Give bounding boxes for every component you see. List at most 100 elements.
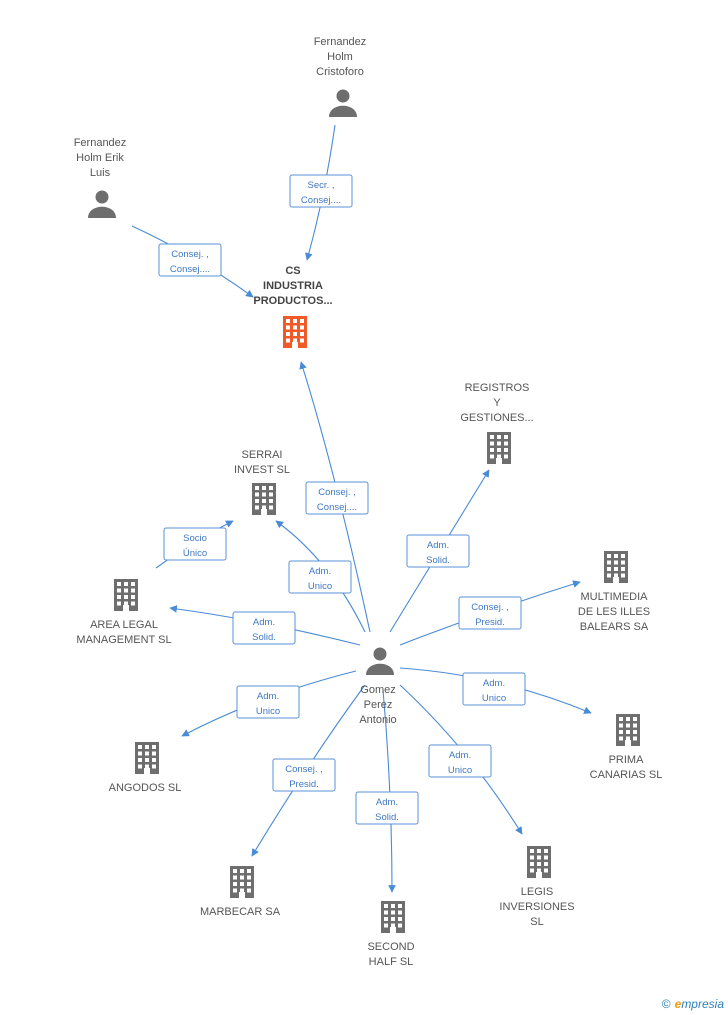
building-icon: [616, 714, 640, 746]
role-text: Adm.: [257, 691, 279, 702]
role-badge-frame: [158, 243, 222, 277]
node-label: Cristoforo: [316, 66, 364, 78]
building-icon: [487, 432, 511, 464]
role-text: Consej....: [317, 502, 357, 513]
node-label: Y: [493, 397, 501, 409]
empresia-brand[interactable]: ©empresia: [662, 997, 724, 1011]
role-badge-erik-cs[interactable]: Consej. , Consej....: [158, 243, 222, 277]
role-text: Secr. ,: [308, 180, 335, 191]
node-angodos[interactable]: ANGODOS SL: [109, 742, 182, 794]
role-badge-frame: [272, 758, 336, 792]
role-badge-frame: [462, 672, 526, 706]
brand-logo-text: mpresia: [681, 997, 724, 1011]
building-icon: [135, 742, 159, 774]
edge-gomez-second: [382, 689, 396, 893]
node-label: Holm: [327, 51, 353, 63]
role-badge-gomez-marbecar[interactable]: Consej. , Presid.: [272, 758, 336, 792]
node-label: SECOND: [367, 941, 414, 953]
role-badge-frame: [406, 534, 470, 568]
node-prima[interactable]: PRIMA CANARIAS SL: [590, 714, 663, 781]
node-label: Fernandez: [74, 137, 127, 149]
role-text: Consej....: [170, 264, 210, 275]
node-label: AREA LEGAL: [90, 619, 158, 631]
node-label: GESTIONES...: [460, 412, 533, 424]
role-text: Consej. ,: [471, 602, 509, 613]
role-text: Presid.: [475, 617, 505, 628]
role-badge-frame: [428, 744, 492, 778]
role-badge-gomez-prima[interactable]: Adm.Unico: [462, 672, 526, 706]
copyright-symbol: ©: [661, 997, 671, 1011]
brand-logo-e: e: [674, 997, 682, 1011]
node-label: MULTIMEDIA: [580, 591, 648, 603]
role-text: Adm.: [376, 797, 398, 808]
building-icon: [252, 483, 276, 515]
role-badge-gomez-angodos[interactable]: Adm. Unico: [236, 685, 300, 719]
node-label: INDUSTRIA: [263, 280, 323, 292]
role-text: Socio: [183, 533, 207, 544]
role-badge-frame: [232, 611, 296, 645]
role-text: Adm.: [483, 678, 505, 689]
role-text: Adm.: [253, 617, 275, 628]
role-badge-gomez-second[interactable]: Adm. Solid.: [355, 791, 419, 825]
person-icon: [88, 190, 116, 218]
role-text: Único: [183, 548, 207, 559]
node-label: CANARIAS SL: [590, 769, 663, 781]
role-text: Solid.: [426, 555, 450, 566]
person-icon: [366, 647, 394, 675]
node-marbecar[interactable]: MARBECAR SA: [200, 866, 281, 918]
node-label: LEGIS: [521, 886, 553, 898]
role-badge-frame: [163, 527, 227, 561]
role-text: Adm.: [449, 750, 471, 761]
node-label: Gomez: [360, 684, 395, 696]
role-badge-gomez-legis[interactable]: Adm. Unico: [428, 744, 492, 778]
node-label: INVERSIONES: [499, 901, 574, 913]
role-text: Presid.: [289, 779, 319, 790]
role-badge-frame: [355, 791, 419, 825]
node-label: MARBECAR SA: [200, 906, 281, 918]
role-text: Unico: [308, 581, 332, 592]
node-label: Perez: [364, 699, 393, 711]
node-label: ANGODOS SL: [109, 782, 182, 794]
person-icon: [329, 89, 357, 117]
role-badge-gomez-multimedia[interactable]: Consej. , Presid.: [458, 596, 522, 630]
role-badge-frame: [236, 685, 300, 719]
building-icon: [230, 866, 254, 898]
role-badge-frame: [289, 174, 353, 208]
building-icon: [527, 846, 551, 878]
role-badge-gomez-registros[interactable]: Adm. Solid.: [406, 534, 470, 568]
role-badge-gomez-cs[interactable]: Consej. ,Consej....: [305, 481, 369, 515]
role-badge-frame: [458, 596, 522, 630]
role-text: Adm.: [309, 566, 331, 577]
node-label: INVEST SL: [234, 464, 290, 476]
building-icon: [604, 551, 628, 583]
node-label: Fernandez: [314, 36, 367, 48]
role-badge-gomez-area[interactable]: Adm. Solid.: [232, 611, 296, 645]
role-text: Unico: [448, 765, 472, 776]
role-text: Consej. ,: [171, 249, 209, 260]
role-text: Unico: [256, 706, 280, 717]
role-text: Adm.: [427, 540, 449, 551]
role-badge-frame: [305, 481, 369, 515]
node-label: CS: [285, 265, 300, 277]
role-badge-gomez-serrai[interactable]: Adm. Unico: [288, 560, 352, 594]
node-label: PRIMA: [609, 754, 645, 766]
node-label: REGISTROS: [465, 382, 530, 394]
role-text: Consej. ,: [285, 764, 323, 775]
role-badge-cristoforo-cs[interactable]: Secr. ,Consej....: [289, 174, 353, 208]
role-text: Solid.: [252, 632, 276, 643]
role-text: Solid.: [375, 812, 399, 823]
node-registros[interactable]: REGISTROS Y GESTIONES...: [460, 382, 534, 464]
building-icon: [381, 901, 405, 933]
node-cs[interactable]: CSINDUSTRIAPRODUCTOS...: [253, 265, 333, 348]
node-label: DE LES ILLES: [578, 606, 650, 618]
